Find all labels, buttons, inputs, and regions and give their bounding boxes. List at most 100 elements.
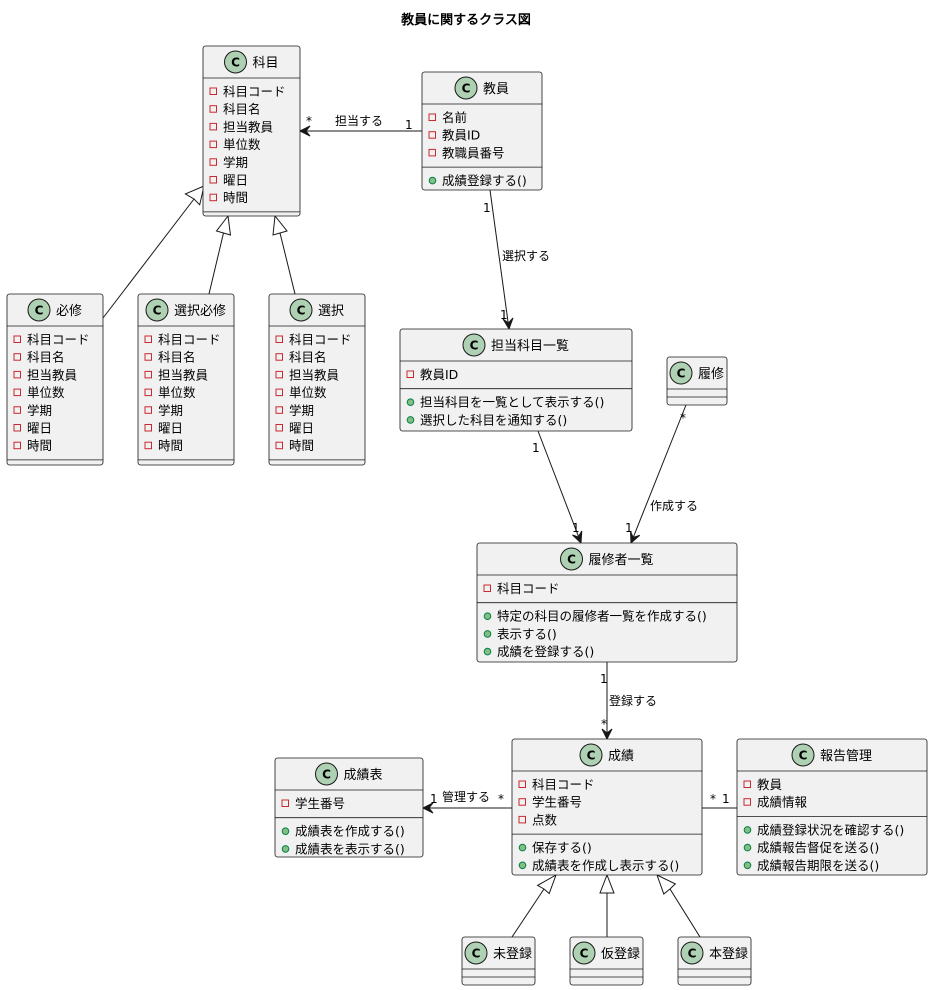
private-icon <box>144 335 152 343</box>
label-sakusei-suru: 作成する <box>650 499 698 513</box>
edge-inherit-hisshu <box>102 198 195 319</box>
mult-touroku-to: * <box>601 717 607 731</box>
class-type-letter: C <box>297 304 306 318</box>
edges: 担当する 1 * 選択する 1 1 1 1 作成する * 1 登録する 1 * … <box>102 114 737 938</box>
private-icon <box>275 441 283 450</box>
attribute: 科目名 <box>27 350 65 365</box>
class-box <box>137 293 235 466</box>
mult-sakusei-from: * <box>680 411 686 425</box>
class-name: 履修 <box>698 367 724 382</box>
class-name: 成績表 <box>344 768 383 783</box>
private-icon <box>281 799 289 807</box>
attribute: 教員 <box>757 777 783 792</box>
private-icon <box>518 798 526 806</box>
attribute: 曜日 <box>223 173 248 188</box>
method: 成績登録状況を確認する() <box>757 822 904 837</box>
arrowhead-sentaku-suru <box>502 317 514 331</box>
public-icon <box>281 827 290 836</box>
class-type-letter: C <box>322 768 331 782</box>
attribute: 学期 <box>27 403 52 418</box>
class-name: 必修 <box>56 304 82 319</box>
attribute: 時間 <box>27 438 52 453</box>
class-name: 教員 <box>483 81 509 97</box>
private-icon <box>209 158 217 166</box>
public-icon <box>743 826 752 834</box>
attribute: 単位数 <box>223 137 261 152</box>
private-icon <box>13 406 21 414</box>
private-icon <box>209 193 217 202</box>
public-icon <box>483 630 492 638</box>
private-icon <box>428 113 436 121</box>
class-name: 科目 <box>253 56 279 71</box>
class-name: 本登録 <box>709 947 748 962</box>
edge-inherit-mitouroku <box>511 888 545 938</box>
class-type-icon <box>145 298 169 322</box>
class-type-letter: C <box>472 947 481 961</box>
mult-kanri-from: * <box>498 792 504 806</box>
private-icon <box>209 105 217 113</box>
class-box <box>268 293 366 466</box>
class-name: 未登録 <box>493 947 532 962</box>
public-icon <box>281 845 290 853</box>
class-type-icon <box>315 762 338 786</box>
method: 成績登録する() <box>442 173 527 188</box>
inherit-arrow-hontouroku <box>656 874 677 895</box>
mult-kanri-to: 1 <box>430 792 438 806</box>
public-icon <box>428 176 437 185</box>
private-icon <box>13 353 21 361</box>
method: 保存する() <box>532 840 592 855</box>
class-type-icon <box>680 941 704 965</box>
class-type-letter: C <box>470 339 479 353</box>
public-icon <box>406 398 415 407</box>
class-type-icon <box>454 76 478 100</box>
method: 成績を登録する() <box>497 644 594 659</box>
class-box <box>399 328 633 432</box>
class-box <box>511 738 703 876</box>
private-icon <box>275 370 283 379</box>
arrowhead-sakusei-suru <box>630 531 641 545</box>
attribute: 単位数 <box>158 385 196 400</box>
class-type-icon <box>560 547 583 571</box>
class-box <box>202 45 301 217</box>
attribute: 点数 <box>532 812 558 827</box>
attribute: 単位数 <box>27 385 65 400</box>
class-mitouroku: C 未登録 <box>461 936 536 986</box>
private-icon <box>209 176 217 184</box>
inherit-arrow-hisshu <box>184 185 205 206</box>
attribute: 単位数 <box>289 385 327 400</box>
attribute: 科目名 <box>158 350 196 365</box>
private-icon <box>13 388 21 397</box>
private-icon <box>406 370 414 378</box>
private-icon <box>275 353 283 361</box>
attribute: 科目コード <box>27 332 90 347</box>
class-name: 成績 <box>608 749 634 764</box>
class-type-letter: C <box>462 82 471 96</box>
public-icon <box>518 843 527 852</box>
attribute: 科目コード <box>289 332 352 347</box>
private-icon <box>144 353 152 361</box>
private-icon <box>144 441 152 450</box>
class-type-letter: C <box>587 749 596 763</box>
private-icon <box>13 441 21 450</box>
class-name: 選択必修 <box>174 304 226 319</box>
class-type-letter: C <box>580 947 589 961</box>
arrowhead-touroku-suru <box>601 728 613 741</box>
class-type-letter: C <box>567 553 576 567</box>
attribute: 科目名 <box>289 350 327 365</box>
attribute: 教員ID <box>420 367 458 382</box>
private-icon <box>13 335 21 343</box>
arrowhead-kanri-suru <box>421 802 434 814</box>
attribute: 学生番号 <box>532 795 582 810</box>
private-icon <box>518 815 526 824</box>
private-icon <box>144 388 152 397</box>
attribute: 担当教員 <box>223 119 274 134</box>
class-box <box>274 757 424 858</box>
